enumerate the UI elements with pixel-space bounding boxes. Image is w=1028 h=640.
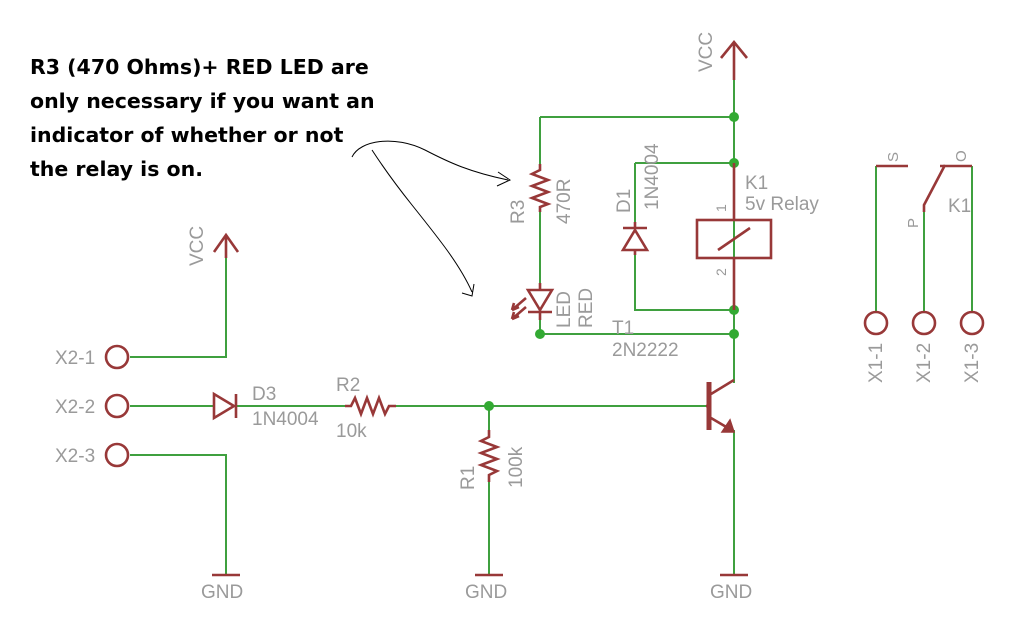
- r1-name-label: R1: [458, 466, 479, 490]
- k1-value-label: 5v Relay: [745, 194, 819, 215]
- d3-diode: [212, 391, 238, 421]
- r1-resistor: [477, 430, 501, 482]
- led-red: [510, 283, 555, 321]
- d1-diode: [620, 222, 650, 255]
- x1-3-label: X1-3: [962, 343, 983, 383]
- switch-o-label: O: [953, 150, 970, 162]
- k1-relay-coil: [695, 163, 773, 310]
- switch-s-label: S: [885, 152, 902, 162]
- gnd-mid-label: GND: [465, 582, 507, 603]
- d3-value-label: 1N4004: [252, 409, 319, 430]
- r3-name-label: R3: [508, 200, 529, 224]
- labels: VCC VCC X2-1 X2-2 X2-3 D3 1N4004 R2 10k …: [55, 32, 983, 603]
- vcc-top-symbol: [719, 39, 749, 80]
- note-line-4: the relay is on.: [30, 157, 204, 181]
- switch-p-label: P: [905, 218, 922, 228]
- x2-connector: [104, 344, 130, 468]
- led-name-label: LED: [554, 291, 575, 328]
- t1-transistor: [706, 378, 736, 433]
- gnd-left-label: GND: [201, 582, 243, 603]
- annotation-arrows: [351, 140, 512, 297]
- vcc-top-label: VCC: [696, 32, 717, 72]
- r2-value-label: 10k: [336, 421, 367, 442]
- relay-pin-1-label: 1: [713, 204, 729, 212]
- led-value-label: RED: [576, 288, 597, 328]
- gnd-right-label: GND: [710, 582, 752, 603]
- t1-name-label: T1: [612, 318, 634, 339]
- r3-resistor: [528, 164, 552, 212]
- k1-name-label: K1: [745, 173, 768, 194]
- x1-connector: [863, 310, 985, 336]
- t1-value-label: 2N2222: [612, 340, 679, 361]
- r2-name-label: R2: [336, 375, 360, 396]
- annotation-note: R3 (470 Ohms)+ RED LED are only necessar…: [30, 50, 390, 186]
- switch-k1-label: K1: [948, 196, 971, 217]
- d1-name-label: D1: [614, 189, 635, 213]
- vcc-left-symbol: [212, 232, 240, 258]
- note-line-3: indicator of whether or not: [30, 123, 344, 147]
- x2-2-label: X2-2: [55, 397, 95, 418]
- r3-value-label: 470R: [554, 179, 575, 224]
- r1-value-label: 100k: [506, 446, 527, 488]
- wires: [130, 75, 973, 575]
- relay-pin-2-label: 2: [713, 268, 729, 276]
- vcc-left-label: VCC: [187, 226, 208, 266]
- r2-resistor: [345, 394, 396, 418]
- x2-3-label: X2-3: [55, 446, 95, 467]
- x2-1-label: X2-1: [55, 348, 95, 369]
- arrow-to-led: [371, 149, 475, 297]
- note-line-1: R3 (470 Ohms)+ RED LED are: [30, 55, 369, 79]
- x1-2-label: X1-2: [914, 343, 935, 383]
- junction-dots: [484, 112, 739, 411]
- d3-name-label: D3: [252, 384, 276, 405]
- arrow-to-r3: [351, 140, 512, 187]
- x1-1-label: X1-1: [866, 343, 887, 383]
- d1-value-label: 1N4004: [642, 143, 663, 210]
- note-line-2: only necessary if you want an: [30, 89, 375, 113]
- k1-relay-switch: [876, 164, 972, 212]
